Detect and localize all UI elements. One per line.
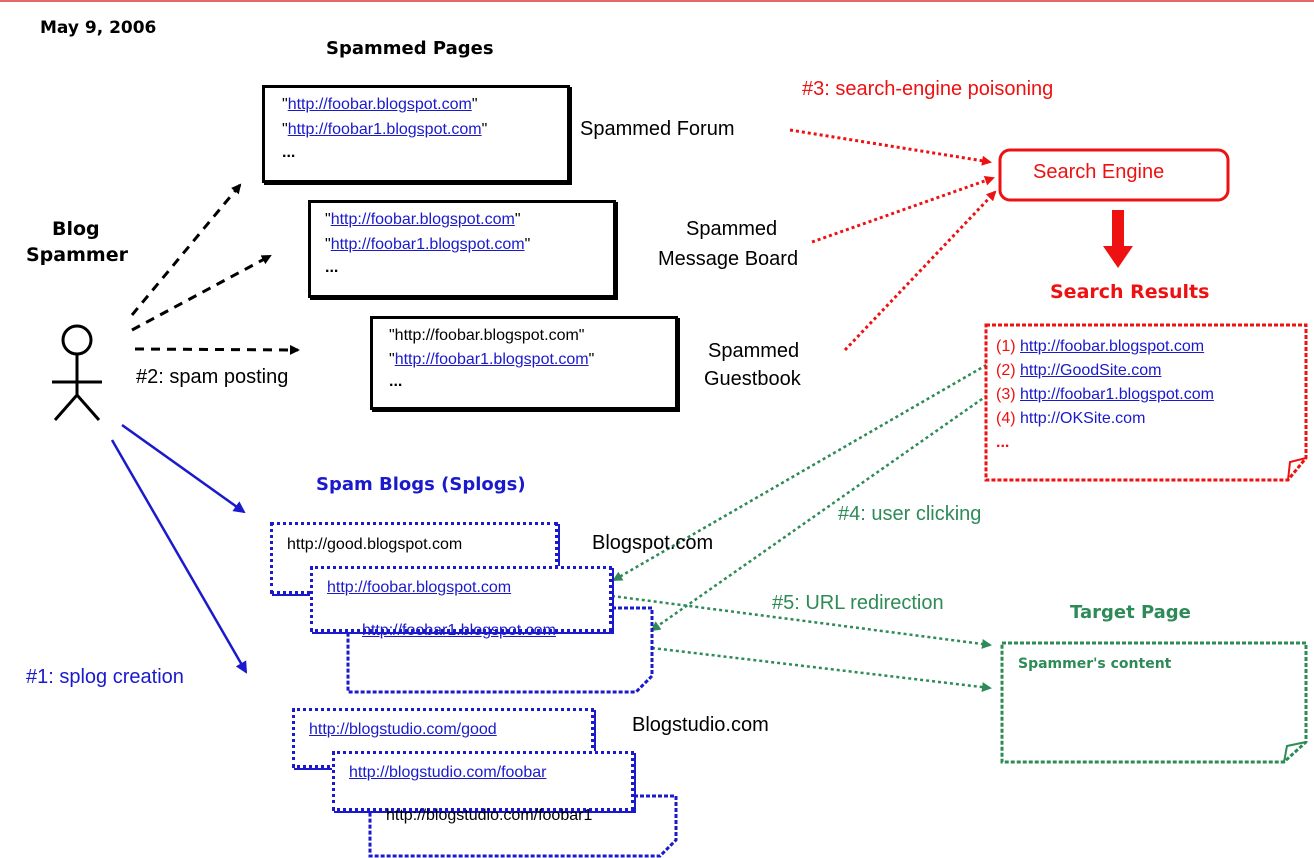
- blogspot-label: Blogspot.com: [592, 532, 714, 554]
- forum-link-foobar[interactable]: http://foobar.blogspot.com: [287, 96, 472, 113]
- search-result-item: (1) http://foobar.blogspot.com: [996, 338, 1205, 355]
- actor-label-line1: Blog: [52, 218, 100, 240]
- step5-label: #5: URL redirection: [772, 592, 944, 614]
- search-engine-label: Search Engine: [1033, 161, 1165, 183]
- search-results-list: (1) http://foobar.blogspot.com (2) http:…: [996, 335, 1214, 455]
- arrow-to-blogspot: [121, 423, 246, 514]
- spammed-pages-title: Spammed Pages: [326, 38, 494, 59]
- result-link-foobar1[interactable]: http://foobar1.blogspot.com: [1020, 386, 1214, 403]
- result-text-oksite: http://OKSite.com: [1020, 410, 1146, 427]
- arrow-to-blogstudio: [110, 439, 248, 674]
- search-results-box: [984, 323, 1308, 482]
- target-page-title: Target Page: [1070, 602, 1191, 623]
- guestbook-text-foobar: "http://foobar.blogspot.com": [389, 327, 585, 344]
- spammed-board-box: "http://foobar.blogspot.com" "http://foo…: [308, 200, 616, 298]
- target-page-box: [1000, 641, 1308, 764]
- date-label: May 9, 2006: [40, 18, 157, 38]
- spammed-board-label-line1: Spammed: [686, 218, 778, 240]
- blogstudio-foobar-link[interactable]: http://blogstudio.com/foobar: [349, 764, 547, 781]
- splog-foobar1-box: http://foobar1.blogspot.com: [362, 622, 556, 640]
- step2-label: #2: spam posting: [136, 366, 289, 388]
- search-result-item: (2) http://GoodSite.com: [996, 362, 1162, 379]
- step4-label: #4: user clicking: [838, 503, 982, 525]
- engine-to-results-arrow: [1103, 210, 1133, 268]
- arrow-to-guestbook: [134, 344, 300, 355]
- splog-foobar-box: http://foobar.blogspot.com: [310, 566, 612, 632]
- spammed-guestbook-box: "http://foobar.blogspot.com" "http://foo…: [370, 316, 678, 410]
- spammed-guestbook-label-line2: Guestbook: [704, 368, 801, 390]
- splog-foobar1-link[interactable]: http://foobar1.blogspot.com: [362, 622, 556, 639]
- search-engine-box: [998, 148, 1230, 202]
- spam-posting-arrows: [130, 183, 300, 355]
- actor-label-line2: Spammer: [26, 244, 128, 266]
- splog-good-url: http://good.blogspot.com: [287, 536, 463, 553]
- blogstudio-label: Blogstudio.com: [632, 714, 769, 736]
- guestbook-link-foobar1[interactable]: http://foobar1.blogspot.com: [394, 351, 589, 368]
- user-click-redirect-arrows: [611, 354, 1003, 693]
- search-poisoning-arrows: [789, 128, 997, 352]
- step3-label: #3: search-engine poisoning: [802, 78, 1054, 100]
- stick-figure-icon: [52, 324, 102, 421]
- target-page-content: Spammer's content: [1018, 656, 1172, 672]
- arrow-forum-to-engine: [789, 128, 992, 166]
- spammed-guestbook-label-line1: Spammed: [708, 340, 800, 362]
- arrow-to-board: [131, 254, 272, 332]
- target-page-fold: [1283, 741, 1307, 763]
- forum-link-foobar1[interactable]: http://foobar1.blogspot.com: [287, 121, 482, 138]
- blogstudio-foobar1-url: http://blogstudio.com/foobar1: [386, 807, 593, 824]
- search-result-item: (4) http://OKSite.com: [996, 410, 1146, 427]
- splog-foobar-link[interactable]: http://foobar.blogspot.com: [327, 579, 512, 596]
- guestbook-ellipsis: ...: [389, 373, 403, 390]
- search-result-item: (3) http://foobar1.blogspot.com: [996, 386, 1214, 403]
- blogstudio-good-link[interactable]: http://blogstudio.com/good: [309, 721, 497, 738]
- arrow-guestbook-to-engine: [843, 190, 997, 352]
- board-link-foobar1[interactable]: http://foobar1.blogspot.com: [330, 236, 525, 253]
- board-link-foobar[interactable]: http://foobar.blogspot.com: [330, 211, 515, 228]
- arrow-result1-to-foobar: [612, 354, 1003, 582]
- search-results-fold: [1287, 457, 1307, 481]
- result-link-goodsite[interactable]: http://GoodSite.com: [1020, 362, 1162, 379]
- arrow-to-forum: [130, 183, 242, 316]
- result-link-foobar[interactable]: http://foobar.blogspot.com: [1020, 338, 1205, 355]
- arrow-foobar1-to-target: [651, 646, 992, 693]
- spammed-board-label-line2: Message Board: [658, 248, 799, 270]
- step1-label: #1: splog creation: [26, 666, 184, 688]
- blogstudio-foobar-box: http://blogstudio.com/foobar: [332, 751, 634, 811]
- splog-creation-arrows: [110, 423, 248, 674]
- forum-ellipsis: ...: [282, 144, 296, 161]
- search-results-ellipsis: ...: [996, 434, 1010, 451]
- splogs-title: Spam Blogs (Splogs): [316, 474, 526, 495]
- board-ellipsis: ...: [325, 259, 339, 276]
- search-results-title: Search Results: [1050, 281, 1210, 303]
- spammed-forum-label: Spammed Forum: [580, 118, 735, 140]
- spammed-forum-box: "http://foobar.blogspot.com" "http://foo…: [262, 85, 570, 183]
- arrow-board-to-engine: [811, 175, 995, 244]
